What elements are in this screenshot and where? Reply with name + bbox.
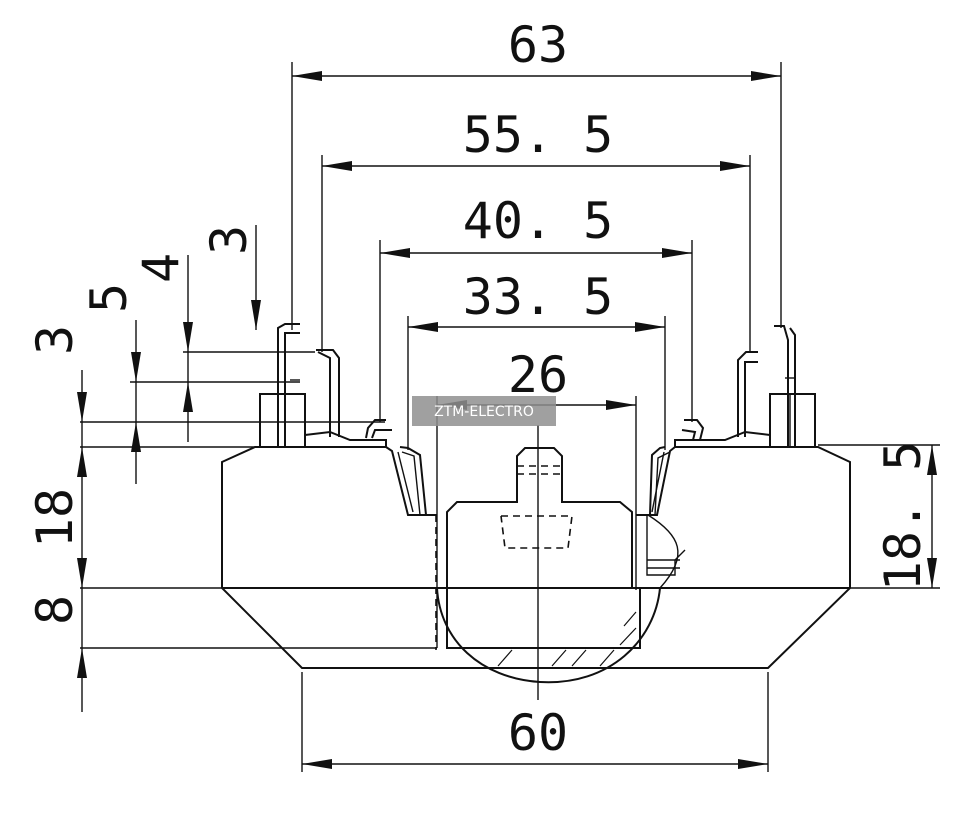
dim-label-4: 4 [132,253,190,283]
dim-label-55-5: 55. 5 [463,106,614,164]
watermark: ZTM-ELECTRO [412,396,556,426]
left-terminals [259,323,427,516]
dimension-labels: 63 55. 5 40. 5 33. 5 26 60 3 4 5 3 18 8 … [26,16,932,762]
device-body [221,425,851,700]
dim-label-40-5: 40. 5 [463,192,614,250]
dim-label-26: 26 [508,346,568,404]
dim-label-18-5: 18. 5 [874,441,932,592]
watermark-text: ZTM-ELECTRO [434,404,534,420]
dim-label-3-lower: 3 [26,325,84,355]
dim-label-5: 5 [80,283,138,313]
dim-label-8: 8 [26,595,84,625]
dimension-lines [77,71,937,769]
dim-label-18: 18 [26,488,84,548]
dim-label-63: 63 [508,16,568,74]
watermark-background [412,396,556,426]
dim-label-33-5: 33. 5 [463,268,614,326]
dim-label-60: 60 [508,704,568,762]
right-terminals [649,325,816,516]
dim-label-3-top: 3 [200,225,258,255]
